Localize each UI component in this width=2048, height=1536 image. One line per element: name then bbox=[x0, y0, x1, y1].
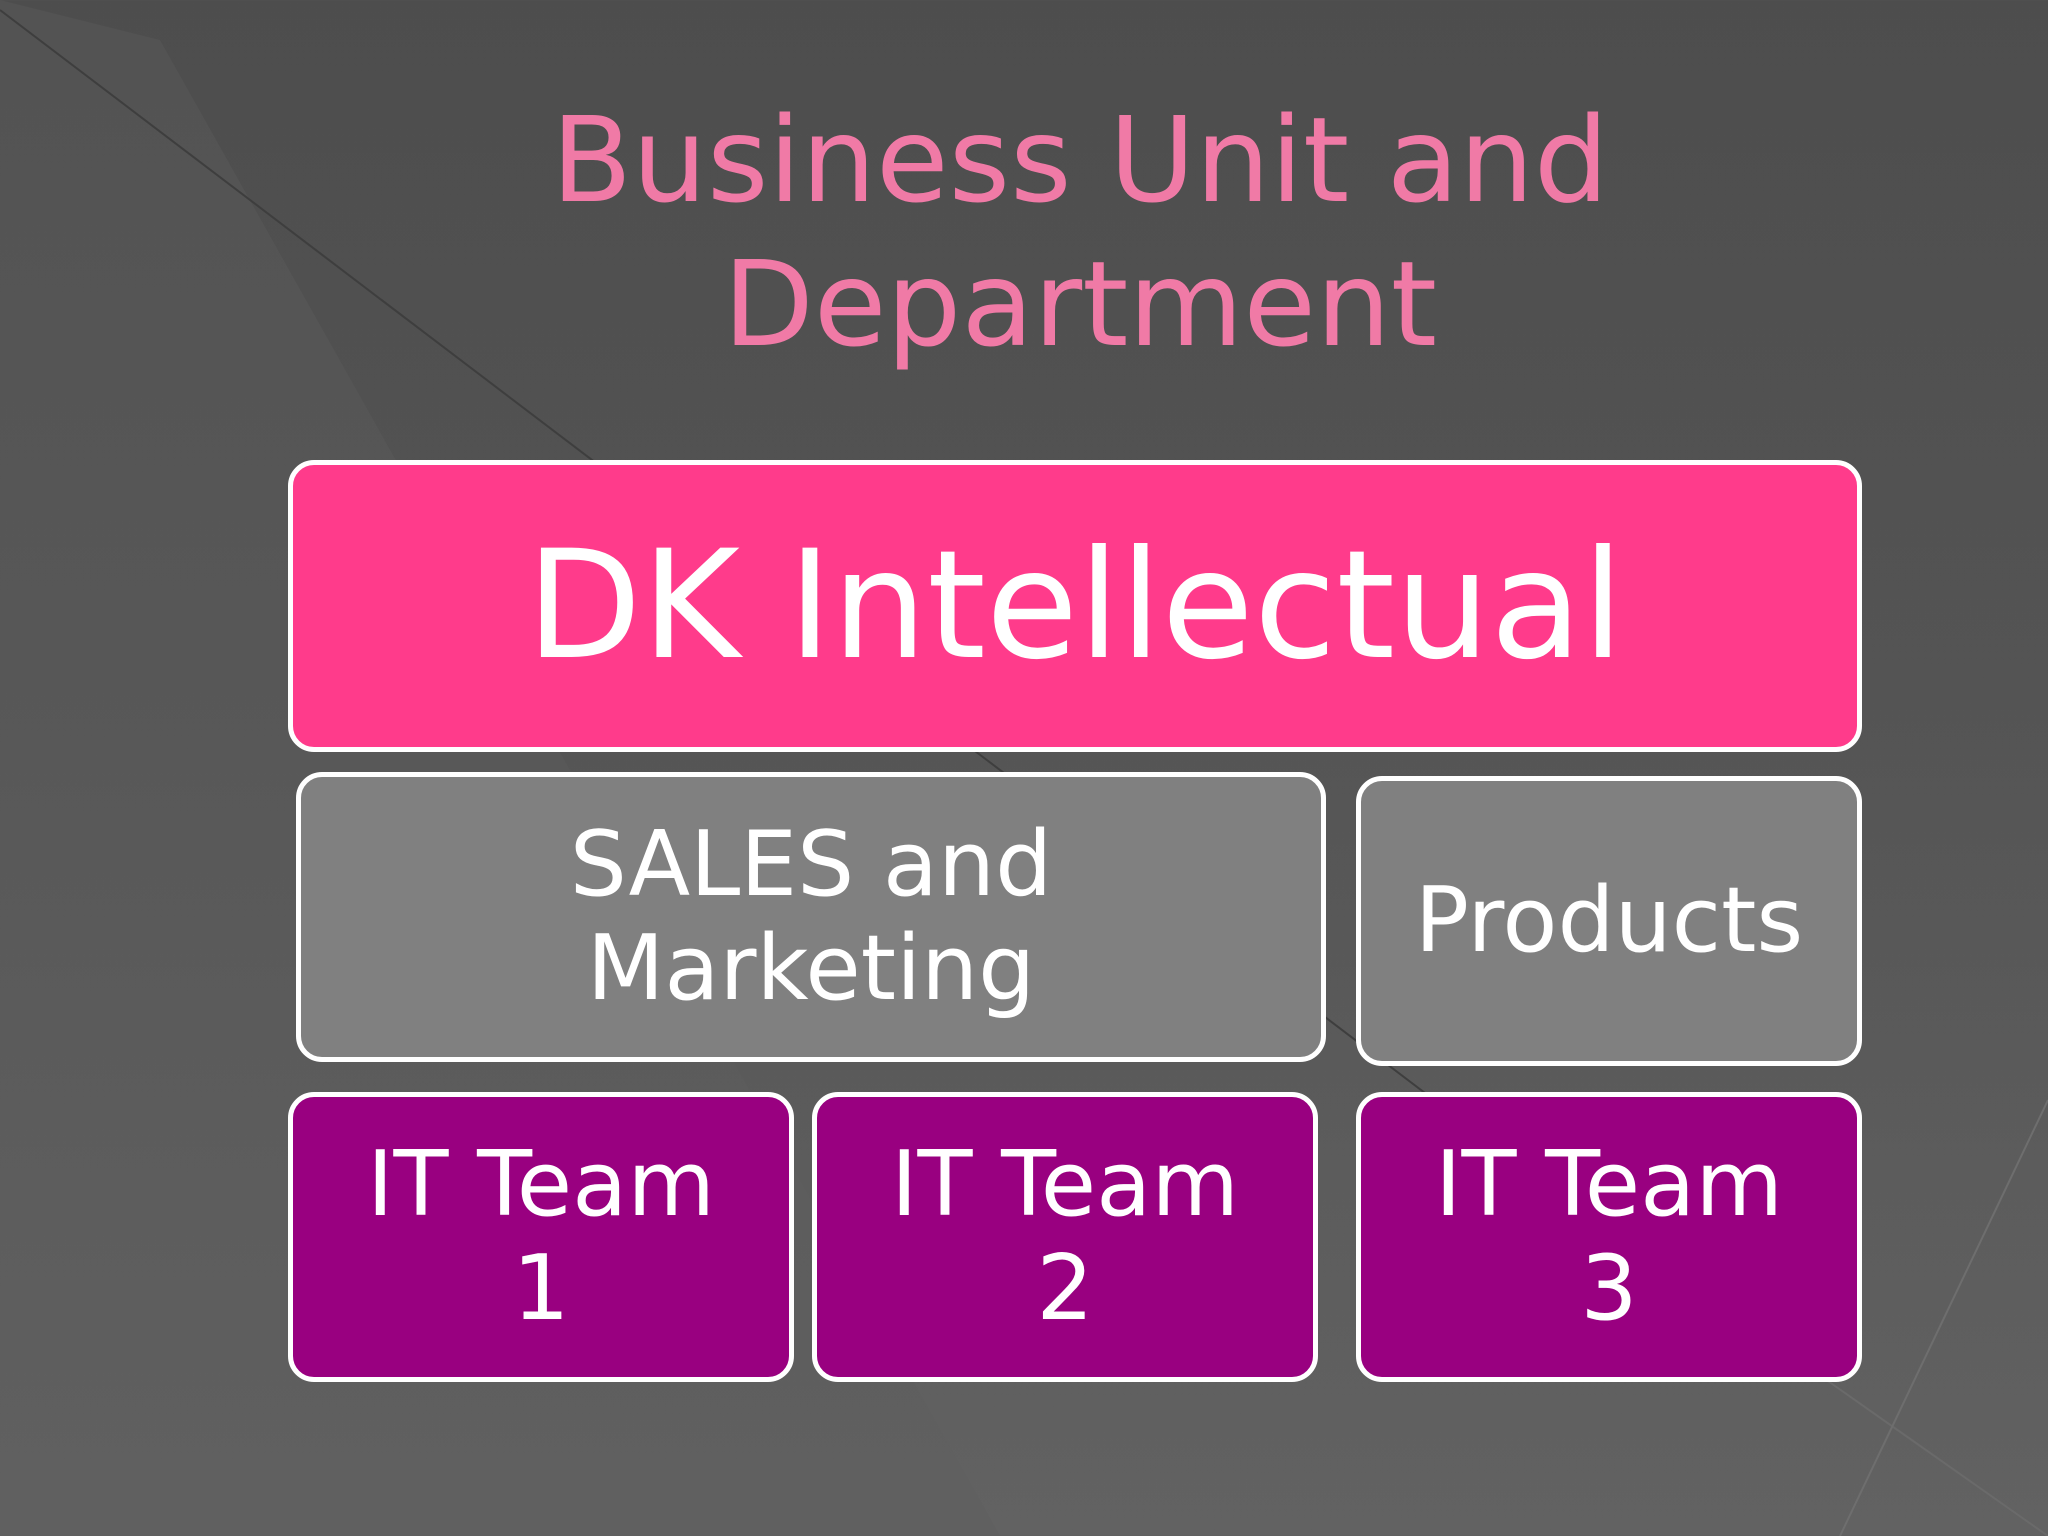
background-diagonal-line bbox=[1839, 1099, 2048, 1536]
slide-title-line: Business Unit and bbox=[551, 91, 1609, 229]
department-box-sales-marketing: SALES and Marketing bbox=[296, 772, 1326, 1062]
team-box-it-team-1: IT Team 1 bbox=[288, 1092, 794, 1382]
department-label-line: Marketing bbox=[586, 916, 1036, 1021]
team-label-line: 2 bbox=[1036, 1236, 1094, 1341]
team-label-line: IT Team bbox=[890, 1132, 1239, 1237]
slide-title-line: Department bbox=[722, 235, 1438, 373]
department-box-products: Products bbox=[1356, 776, 1862, 1066]
team-label-line: IT Team bbox=[366, 1132, 715, 1237]
team-label-line: 3 bbox=[1580, 1236, 1638, 1341]
team-label-line: 1 bbox=[512, 1236, 570, 1341]
team-box-it-team-3: IT Team 3 bbox=[1356, 1092, 1862, 1382]
team-label-line: IT Team bbox=[1434, 1132, 1783, 1237]
org-top-label: DK Intellectual bbox=[526, 519, 1624, 693]
team-box-it-team-2: IT Team 2 bbox=[812, 1092, 1318, 1382]
department-label-line: Products bbox=[1414, 868, 1804, 973]
department-label-line: SALES and bbox=[569, 812, 1053, 917]
org-top-box: DK Intellectual bbox=[288, 460, 1862, 752]
slide-title: Business Unit and Department bbox=[0, 88, 2048, 376]
